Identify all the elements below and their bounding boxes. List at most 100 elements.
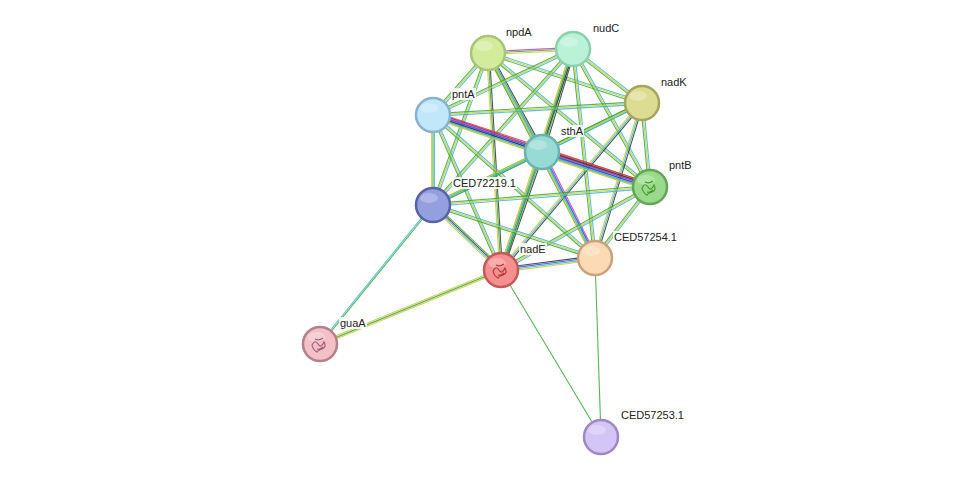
evidence-line <box>330 218 421 330</box>
evidence-line <box>440 131 494 254</box>
node-circle <box>414 96 452 134</box>
evidence-line <box>448 109 626 196</box>
protein-node: CED72219.1 <box>414 186 452 224</box>
evidence-line <box>450 209 579 251</box>
protein-node: CED57254.1 <box>576 239 614 277</box>
protein-node: sthA <box>523 133 561 171</box>
protein-node: nadK <box>623 84 661 122</box>
evidence-line <box>446 67 478 103</box>
evidence-line <box>432 133 433 188</box>
evidence-line <box>444 65 476 101</box>
evidence-line <box>495 69 586 243</box>
evidence-line <box>449 160 527 198</box>
evidence-line <box>642 121 647 170</box>
interaction-edge <box>444 65 478 103</box>
evidence-line <box>558 158 633 182</box>
protein-node: guaA <box>301 325 339 363</box>
evidence-line <box>445 66 477 102</box>
interaction-edge <box>450 103 624 116</box>
node-circle <box>523 133 561 171</box>
evidence-line <box>445 218 488 259</box>
evidence-line <box>451 190 633 205</box>
evidence-line <box>450 187 632 202</box>
evidence-line <box>576 66 594 240</box>
node-label: guaA <box>339 317 367 329</box>
protein-node: nudC <box>554 30 592 68</box>
evidence-line <box>558 159 633 183</box>
interaction-edge <box>330 218 422 331</box>
interaction-edge <box>558 154 635 185</box>
node-label: CED57254.1 <box>613 231 678 243</box>
evidence-line <box>450 103 624 113</box>
node-circle <box>582 418 620 456</box>
node-label: nudC <box>592 22 620 34</box>
node-circle <box>301 325 339 363</box>
evidence-line <box>518 261 577 269</box>
interaction-edge <box>642 120 649 169</box>
interaction-edge <box>336 275 486 338</box>
evidence-line <box>586 61 627 93</box>
node-circle <box>554 30 592 68</box>
evidence-line <box>449 161 527 199</box>
evidence-line <box>506 51 556 53</box>
evidence-line <box>441 130 495 253</box>
node-label: CED72219.1 <box>452 177 517 189</box>
node-circle <box>482 251 520 289</box>
interaction-edge <box>518 258 578 270</box>
node-circle <box>469 34 507 72</box>
evidence-line <box>450 119 634 180</box>
interaction-edge <box>449 209 579 254</box>
evidence-line <box>431 133 432 188</box>
evidence-line <box>337 278 486 339</box>
evidence-line <box>450 120 634 181</box>
evidence-line <box>439 132 493 255</box>
interaction-edge <box>444 216 490 260</box>
node-label: nadK <box>660 76 688 88</box>
evidence-line <box>450 210 579 252</box>
evidence-line <box>444 219 487 260</box>
protein-node: pntA <box>414 96 452 134</box>
evidence-line <box>449 212 578 254</box>
protein-node: pntB <box>631 168 669 206</box>
interaction-edge <box>450 187 632 205</box>
evidence-line <box>448 158 526 196</box>
evidence-line <box>559 155 634 179</box>
node-label: npdA <box>505 26 533 38</box>
evidence-line <box>519 262 578 270</box>
node-label: sthA <box>560 125 584 137</box>
node-label: pntB <box>668 159 693 171</box>
evidence-line <box>332 219 423 331</box>
evidence-line <box>336 275 485 336</box>
protein-node: npdA <box>469 34 507 72</box>
evidence-line <box>450 104 624 114</box>
evidence-line <box>560 154 635 178</box>
interaction-edge <box>586 59 629 94</box>
interaction-edge <box>596 275 601 419</box>
evidence-line <box>596 275 601 419</box>
evidence-line <box>450 188 632 203</box>
evidence-line <box>575 66 593 240</box>
interaction-edge <box>573 66 594 240</box>
interaction-edge <box>495 68 588 243</box>
interaction-edge <box>510 285 592 422</box>
evidence-line <box>451 117 635 178</box>
node-circle <box>414 186 452 224</box>
evidence-line <box>497 68 588 242</box>
protein-node: CED57253.1 <box>582 418 620 456</box>
evidence-line <box>559 157 634 181</box>
node-circle <box>623 84 661 122</box>
node-circle <box>576 239 614 277</box>
node-circle <box>631 168 669 206</box>
evidence-line <box>558 161 633 185</box>
interaction-edge <box>448 158 527 198</box>
protein-node: nadE <box>482 251 520 289</box>
evidence-line <box>496 69 587 243</box>
evidence-line <box>510 285 592 422</box>
node-label: pntA <box>451 88 476 100</box>
evidence-line <box>336 277 485 338</box>
node-label: CED57253.1 <box>620 409 685 421</box>
interaction-edge <box>505 48 555 53</box>
evidence-line <box>446 63 563 193</box>
